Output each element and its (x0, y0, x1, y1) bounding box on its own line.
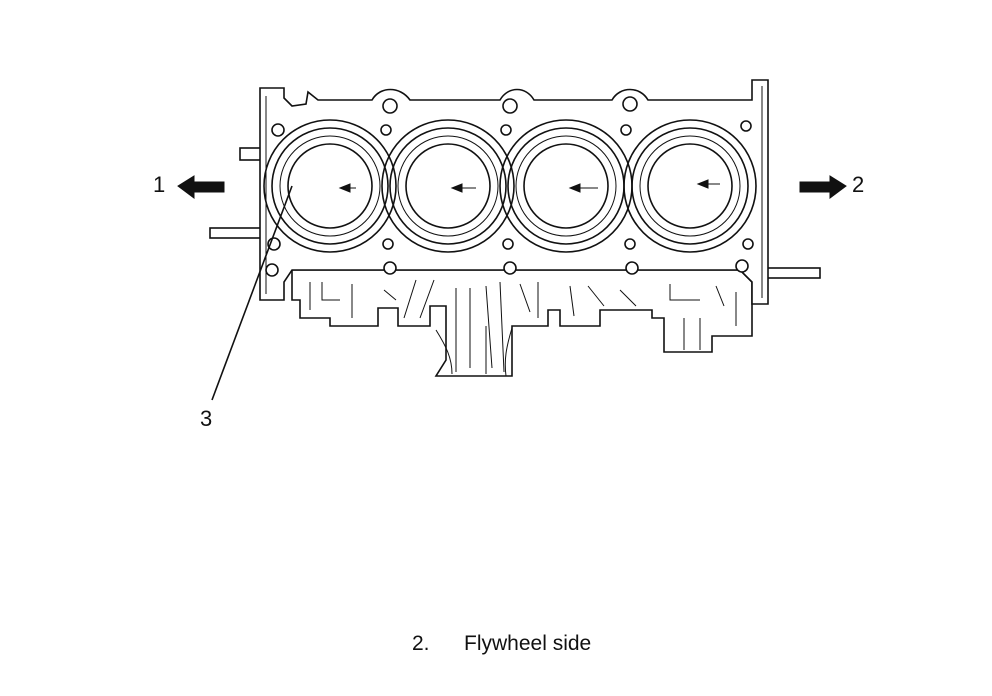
arrow-left-icon (177, 175, 225, 199)
cylinder-bore-2 (381, 119, 515, 253)
figure-caption: 2. Flywheel side (412, 632, 591, 656)
left-dowel-pins (209, 147, 263, 239)
arrow-right-icon (799, 175, 847, 199)
callout-3-leader-line (211, 185, 293, 401)
cylinder-bore-1 (263, 119, 397, 253)
callout-3-label: 3 (200, 406, 213, 431)
callout-1-label: 1 (153, 172, 166, 197)
cylinder-bore-4 (623, 119, 757, 253)
gasket-holes (265, 96, 754, 277)
caption-number: 2. (412, 632, 430, 655)
right-dowel-pin (765, 267, 821, 279)
callout-2-label: 2 (852, 172, 865, 197)
caption-text: Flywheel side (464, 632, 592, 655)
lower-block-casting (291, 269, 753, 377)
